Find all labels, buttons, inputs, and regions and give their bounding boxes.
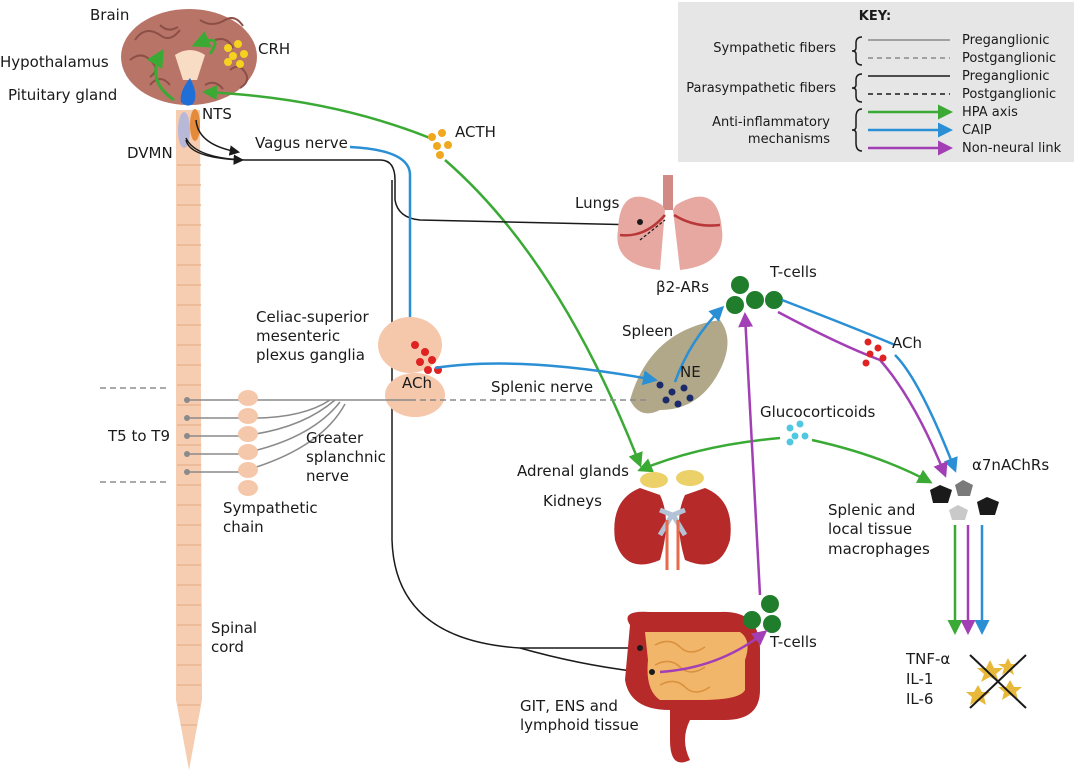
key-parasympathetic-label: Parasympathetic fibers xyxy=(686,81,836,96)
spinal-roots xyxy=(184,397,190,475)
macrophage-receptors xyxy=(930,480,999,520)
brain xyxy=(121,9,257,106)
label-t-cells-bottom: T-cells xyxy=(769,633,817,651)
label-dvmn: DVMN xyxy=(127,144,173,162)
key-pre-2: Preganglionic xyxy=(962,69,1050,84)
label-greater-2: splanchnic xyxy=(306,448,386,466)
t-cells-bottom xyxy=(743,595,781,633)
ach-molecules xyxy=(862,338,887,367)
label-spleen: Spleen xyxy=(622,322,673,340)
label-git-2: lymphoid tissue xyxy=(520,716,639,734)
label-ach-right: ACh xyxy=(892,334,922,352)
glucocorticoid-molecules xyxy=(786,420,809,446)
label-macrophages-2: local tissue xyxy=(828,520,912,538)
celiac-ganglia xyxy=(378,317,445,417)
key-post-2: Postganglionic xyxy=(962,87,1056,102)
spinal-cord xyxy=(176,109,202,770)
label-spinal-1: Spinal xyxy=(211,619,257,637)
label-kidneys: Kidneys xyxy=(543,492,602,510)
key-non-neural: Non-neural link xyxy=(962,141,1062,156)
label-greater-1: Greater xyxy=(306,429,364,447)
key-sympathetic-label: Sympathetic fibers xyxy=(713,41,836,56)
label-t-cells-top: T-cells xyxy=(769,263,817,281)
label-ach-ganglia: ACh xyxy=(402,374,432,392)
label-acth: ACTH xyxy=(455,123,496,141)
label-symp-chain-2: chain xyxy=(223,518,264,536)
label-t5-t9: T5 to T9 xyxy=(107,427,170,445)
label-glucocorticoids: Glucocorticoids xyxy=(760,403,875,421)
label-macrophages-3: macrophages xyxy=(828,540,930,558)
spinal-segments xyxy=(177,164,201,726)
hypothalamus-region xyxy=(175,50,205,80)
label-il1: IL-1 xyxy=(906,670,933,688)
spleen xyxy=(630,320,728,414)
nts-nucleus xyxy=(190,109,200,141)
lungs xyxy=(617,175,723,270)
label-b2ars: β2-ARs xyxy=(656,278,709,296)
key-hpa: HPA axis xyxy=(962,105,1018,120)
key-anti-label-1: Anti-inflammatory xyxy=(712,115,830,130)
cytokines-blocked xyxy=(966,654,1027,709)
kidneys xyxy=(614,470,731,570)
key-post-1: Postganglionic xyxy=(962,51,1056,66)
sympathetic-chain xyxy=(238,390,258,496)
label-spinal-2: cord xyxy=(211,638,244,656)
label-splenic-nerve: Splenic nerve xyxy=(491,378,593,396)
key-title: KEY: xyxy=(859,9,891,24)
label-ne: NE xyxy=(680,363,701,381)
t-cells-top xyxy=(726,276,783,314)
label-celiac-3: plexus ganglia xyxy=(256,346,365,364)
label-tnf: TNF-α xyxy=(905,650,950,668)
label-symp-chain-1: Sympathetic xyxy=(223,499,318,517)
label-celiac-2: mesenteric xyxy=(256,327,340,345)
key-caip: CAIP xyxy=(962,123,992,138)
label-celiac-1: Celiac-superior xyxy=(256,308,369,326)
label-nts: NTS xyxy=(202,105,232,123)
label-a7nachrs: α7nAChRs xyxy=(972,456,1049,474)
label-crh: CRH xyxy=(258,40,290,58)
diagram-labels: Brain CRH Hypothalamus Pituitary gland N… xyxy=(0,6,1049,734)
key-box: KEY: Sympathetic fibers Parasympathetic … xyxy=(678,2,1074,162)
label-adrenal: Adrenal glands xyxy=(517,462,629,480)
label-il6: IL-6 xyxy=(906,690,933,708)
label-greater-3: nerve xyxy=(306,467,349,485)
label-brain: Brain xyxy=(90,6,129,24)
git-organ xyxy=(625,611,760,763)
crh-molecules xyxy=(224,40,248,68)
pituitary-gland-shape xyxy=(180,78,196,106)
label-macrophages-1: Splenic and xyxy=(828,501,915,519)
label-lungs: Lungs xyxy=(575,194,620,212)
key-anti-label-2: mechanisms xyxy=(748,132,830,147)
label-git-1: GIT, ENS and xyxy=(520,697,618,715)
vagus-nerve xyxy=(185,119,641,673)
acth-molecules xyxy=(428,129,452,159)
label-pituitary: Pituitary gland xyxy=(8,86,117,104)
key-pre-1: Preganglionic xyxy=(962,33,1050,48)
label-hypothalamus: Hypothalamus xyxy=(0,53,109,71)
label-vagus-nerve: Vagus nerve xyxy=(255,134,348,152)
